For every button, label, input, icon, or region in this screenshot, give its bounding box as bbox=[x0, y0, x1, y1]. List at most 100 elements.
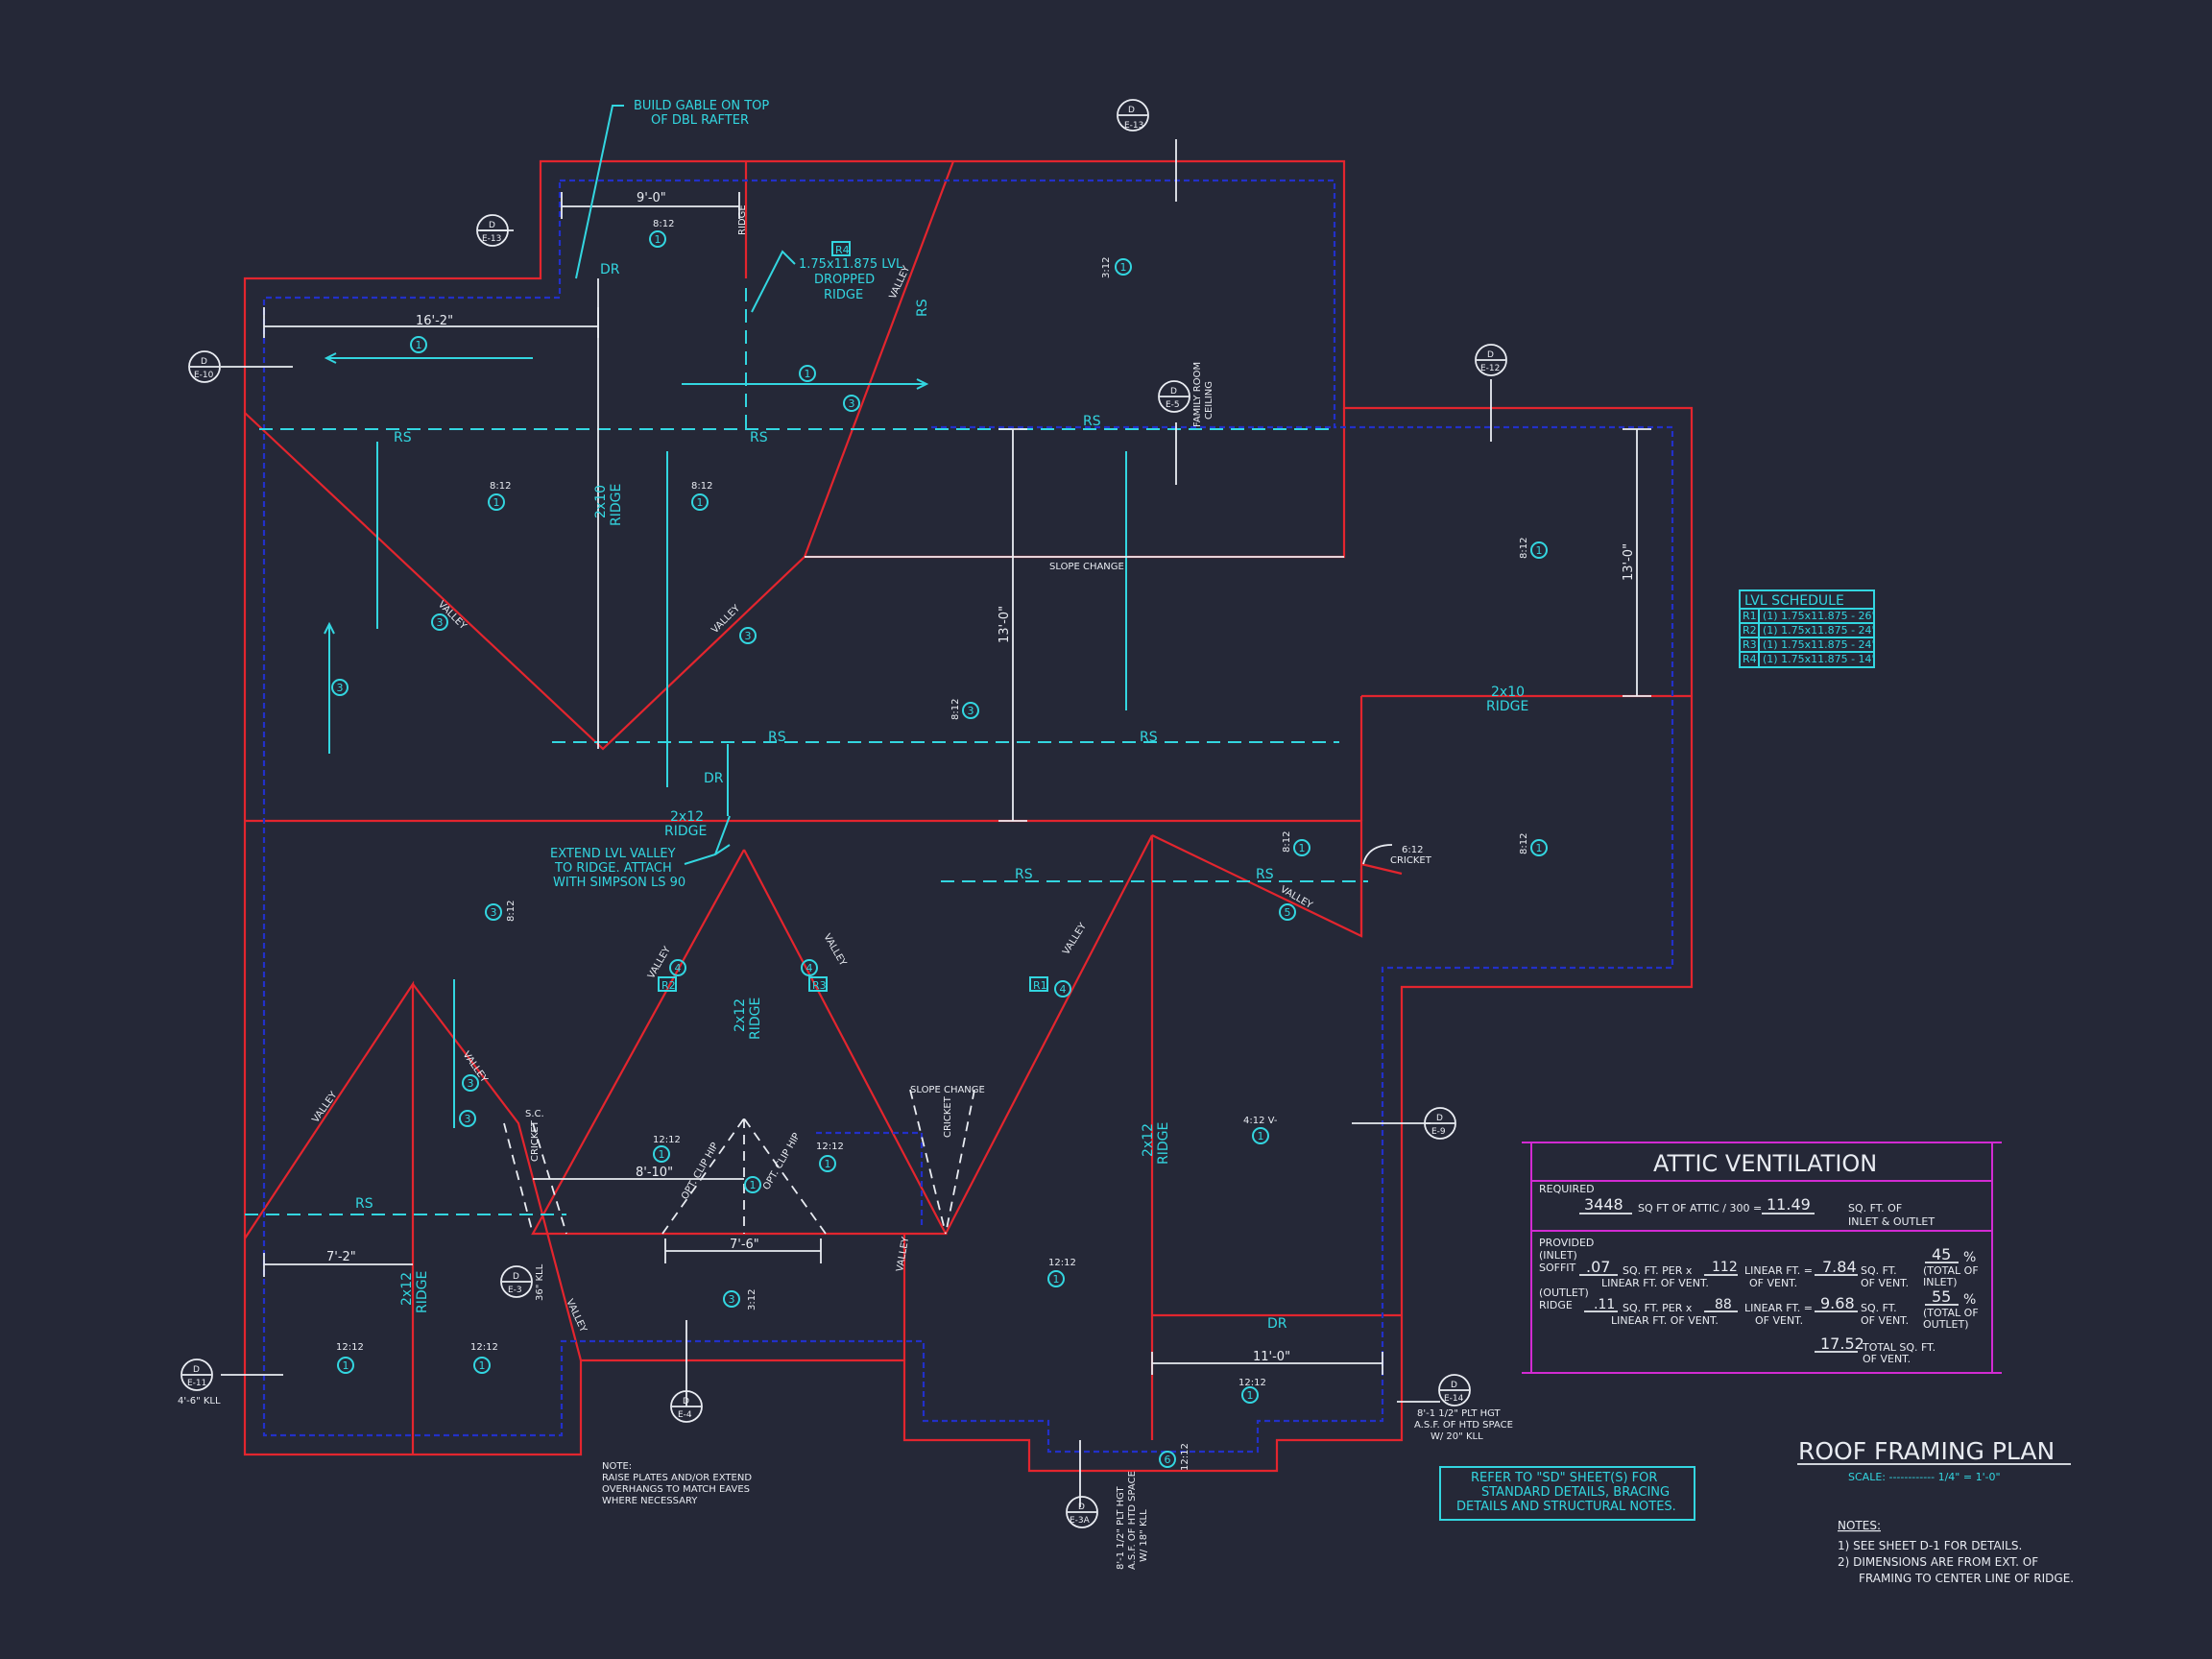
required-unit-2: INLET & OUTLET bbox=[1848, 1215, 1935, 1228]
plt-bottom-line1: 8'-1 1/2" PLT HGT bbox=[1116, 1485, 1126, 1570]
tag-number: 6 bbox=[1165, 1454, 1171, 1466]
dropped-ridge-line2: DROPPED bbox=[814, 273, 875, 287]
pitch-4-12: 4:12 V- bbox=[1243, 1116, 1278, 1126]
refer-line-3: DETAILS AND STRUCTURAL NOTES. bbox=[1456, 1500, 1676, 1514]
r2-label: R2 bbox=[661, 979, 676, 992]
dim-8-10: 8'-10" bbox=[636, 1166, 673, 1180]
outlet-pct-sign: % bbox=[1963, 1292, 1976, 1308]
kll-left: 4'-6" KLL bbox=[178, 1396, 221, 1407]
tag-circle bbox=[819, 1155, 836, 1172]
sec-d-e13-top: D bbox=[1128, 106, 1135, 115]
outlet-pct-value: 55 bbox=[1932, 1287, 1951, 1306]
provided-label: PROVIDED bbox=[1539, 1237, 1594, 1249]
tag-circle bbox=[649, 230, 666, 248]
soffit-total-value: 7.84 bbox=[1822, 1258, 1857, 1276]
inlet-pct-value: 45 bbox=[1932, 1245, 1951, 1263]
sec-e12: E-12 bbox=[1480, 364, 1500, 373]
inlet-label: (INLET) bbox=[1539, 1249, 1577, 1262]
pitch-8-12-h: 8:12 bbox=[506, 901, 517, 922]
tag-circle bbox=[1054, 980, 1071, 998]
grand-total-text-2: OF VENT. bbox=[1863, 1353, 1911, 1365]
dim-13-0-right: 13'-0" bbox=[1622, 543, 1636, 581]
pitch-12-12-c: 12:12 bbox=[1048, 1258, 1076, 1268]
tag-number: 1 bbox=[659, 1148, 665, 1161]
lvl-row-3-spec: (1) 1.75x11.875 - 24' bbox=[1763, 638, 1875, 651]
rs-7: RS bbox=[1256, 867, 1274, 882]
ridge-per-text: SQ. FT. PER x bbox=[1623, 1302, 1693, 1314]
soffit-lf-text-2: OF VENT. bbox=[1749, 1277, 1797, 1289]
notes-heading: NOTES: bbox=[1838, 1519, 1881, 1532]
tag-number: 1 bbox=[1299, 842, 1306, 854]
ridge-2x10-left-size: 2x10 bbox=[593, 485, 609, 518]
section-marker-e3 bbox=[500, 1265, 533, 1298]
section-marker-e13-left bbox=[476, 214, 509, 247]
pitch-8-12-e: 8:12 bbox=[1519, 833, 1529, 854]
r1-box bbox=[1029, 976, 1048, 992]
r3-box bbox=[808, 976, 828, 992]
valley-4: VALLEY bbox=[646, 945, 673, 981]
attic-ventilation-box bbox=[1522, 1142, 2002, 1374]
total-outlet-text-2: OUTLET) bbox=[1923, 1318, 1969, 1331]
r3-label: R3 bbox=[812, 979, 827, 992]
leaders bbox=[575, 105, 1393, 865]
total-inlet-text: (TOTAL OF bbox=[1923, 1264, 1979, 1277]
dim-7-2: 7'-2" bbox=[326, 1250, 356, 1264]
tag-number: 1 bbox=[1536, 544, 1543, 557]
lvl-row-3-id: R3 bbox=[1743, 638, 1757, 651]
notes-item-2: 2) DIMENSIONS ARE FROM EXT. OF bbox=[1838, 1555, 2038, 1569]
tag-circle bbox=[473, 1357, 491, 1374]
tag-circle bbox=[459, 1110, 476, 1127]
ridge-total-value: 9.68 bbox=[1820, 1294, 1855, 1312]
valley-9: VALLEY bbox=[310, 1090, 340, 1125]
outlet-label: (OUTLET) bbox=[1539, 1286, 1589, 1299]
pitch-8-12-c: 8:12 bbox=[691, 481, 712, 492]
tag-circle bbox=[723, 1290, 740, 1308]
dim-9-0: 9'-0" bbox=[637, 191, 666, 205]
valley-10: VALLEY bbox=[564, 1298, 589, 1335]
dr-top: DR bbox=[600, 262, 620, 277]
tag-circle bbox=[653, 1145, 670, 1163]
sec-d-e3: D bbox=[513, 1272, 519, 1282]
ridge-lf-text: LINEAR FT. = bbox=[1744, 1302, 1813, 1314]
lvl-row-2-spec: (1) 1.75x11.875 - 24' bbox=[1763, 624, 1875, 637]
soffit-lf-text: LINEAR FT. = bbox=[1744, 1264, 1813, 1277]
slope-change-2: SLOPE CHANGE bbox=[910, 1085, 985, 1095]
raise-plates-line3: OVERHANGS TO MATCH EAVES bbox=[602, 1484, 750, 1495]
extend-valley-line1: EXTEND LVL VALLEY bbox=[550, 847, 676, 861]
dim-16-2: 16'-2" bbox=[416, 314, 453, 328]
tag-number: 1 bbox=[1053, 1273, 1060, 1286]
tag-circle bbox=[1252, 1127, 1269, 1144]
tag-number: 1 bbox=[1536, 842, 1543, 854]
raise-plates-line4: WHERE NECESSARY bbox=[602, 1496, 698, 1506]
plt-right-line3: W/ 20" KLL bbox=[1431, 1431, 1483, 1442]
tag-circle bbox=[1530, 839, 1548, 856]
tag-circle bbox=[744, 1176, 761, 1193]
dropped-ridge-line1: 1.75x11.875 LVL bbox=[799, 257, 903, 272]
refer-line-2: STANDARD DETAILS, BRACING bbox=[1481, 1485, 1670, 1500]
section-marker-e9 bbox=[1424, 1107, 1456, 1140]
pitch-12-12-e: 12:12 bbox=[470, 1342, 498, 1353]
ridge-sqft-text-2: OF VENT. bbox=[1861, 1314, 1909, 1327]
rafter-arrows bbox=[324, 352, 1127, 1128]
rs-lines bbox=[245, 288, 1368, 1215]
valley-11: VALLEY bbox=[895, 1236, 911, 1273]
sec-d-e3a: D bbox=[1078, 1503, 1085, 1512]
cricket-right-label: CRICKET bbox=[1390, 855, 1432, 866]
tag-circle bbox=[1115, 258, 1132, 276]
roof-outline bbox=[243, 159, 1694, 1473]
raise-plates-line2: RAISE PLATES AND/OR EXTEND bbox=[602, 1473, 752, 1483]
family-room-line1: FAMILY ROOM bbox=[1192, 362, 1203, 427]
tag-number: 3 bbox=[968, 705, 974, 717]
pitch-8-12-d: 8:12 bbox=[1519, 538, 1529, 559]
soffit-sqft-text: SQ. FT. bbox=[1861, 1264, 1897, 1277]
sec-e5: E-5 bbox=[1166, 400, 1180, 410]
tag-number: 3 bbox=[465, 1113, 471, 1125]
tag-circle bbox=[1530, 541, 1548, 559]
cricket-1: CRICKET bbox=[530, 1119, 541, 1162]
sec-d-e5: D bbox=[1170, 387, 1177, 397]
tag-circle bbox=[431, 613, 448, 631]
lvl-row-4-id: R4 bbox=[1743, 653, 1757, 665]
rs-8: RS bbox=[355, 1196, 373, 1212]
sec-d-e10: D bbox=[201, 357, 207, 367]
grand-total-value: 17.52 bbox=[1820, 1334, 1864, 1353]
